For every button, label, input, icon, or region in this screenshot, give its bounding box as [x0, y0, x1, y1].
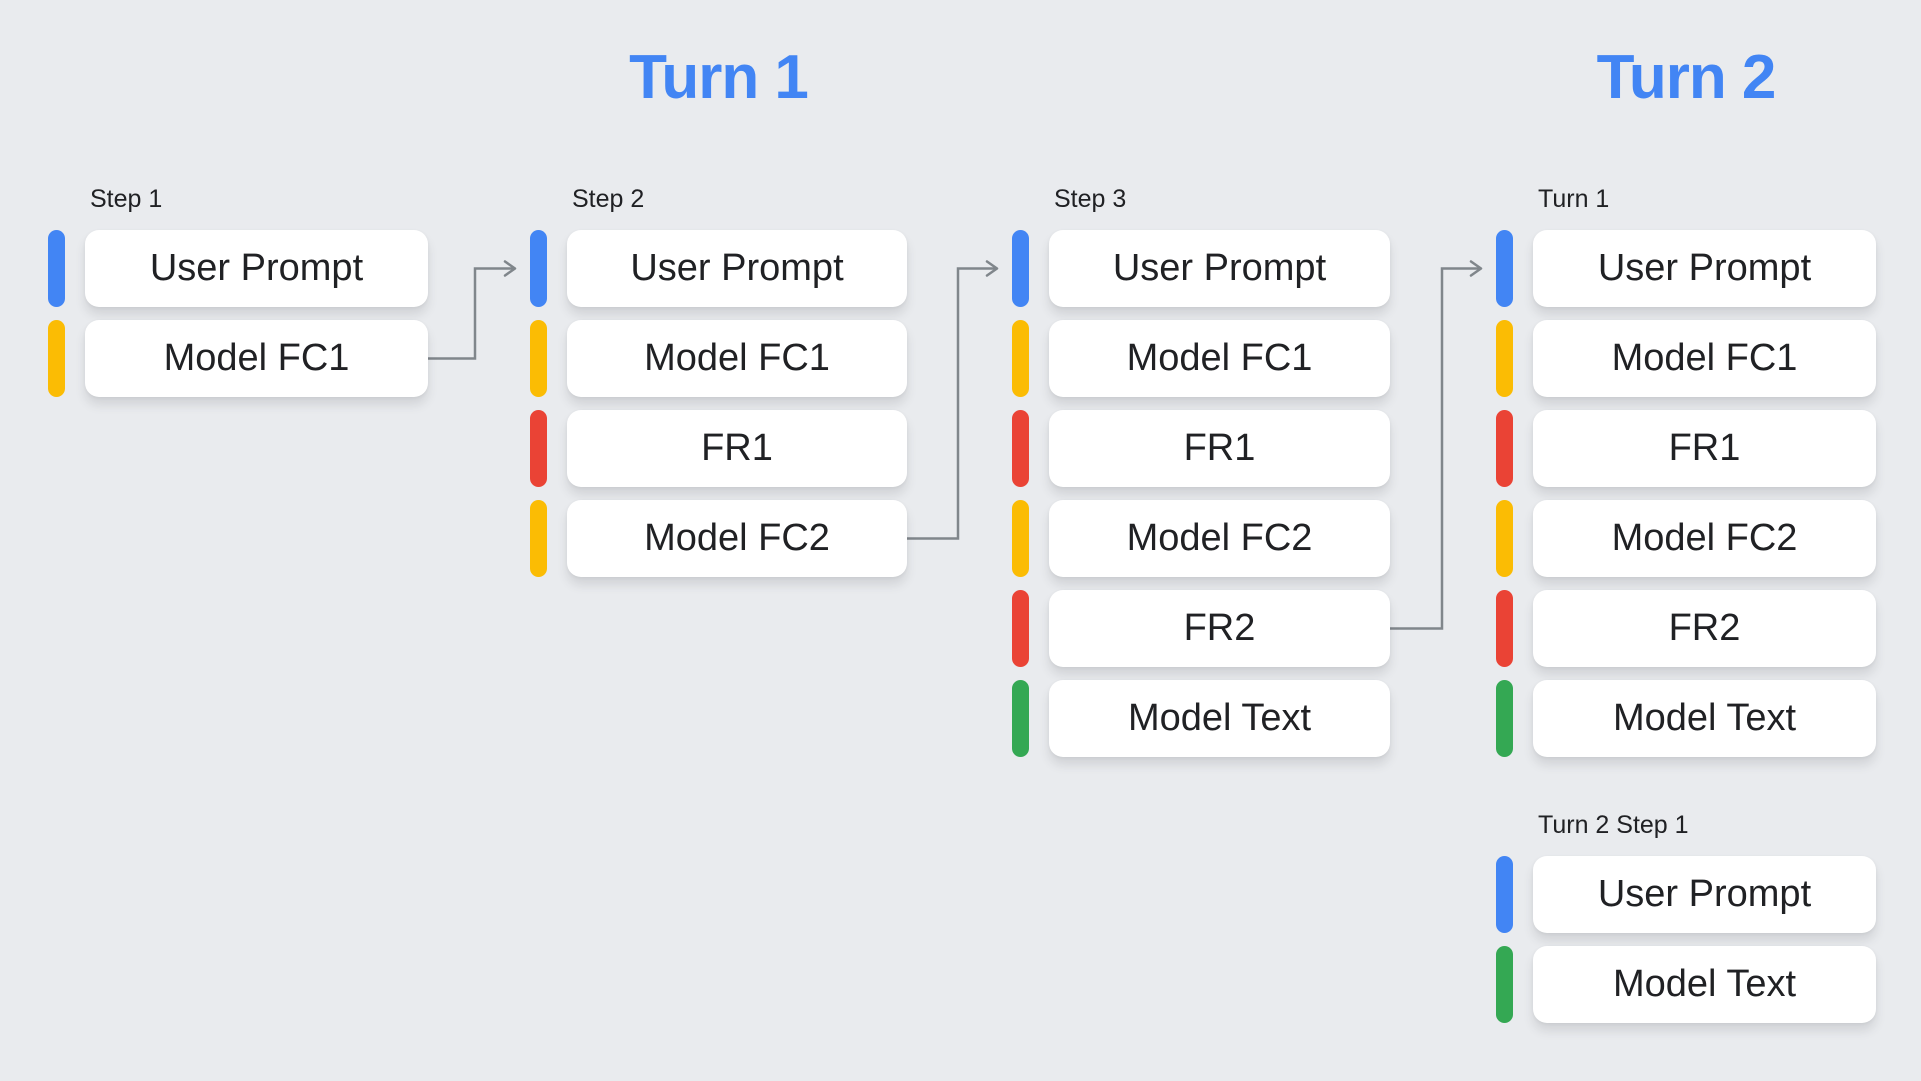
block-card-model-text: Model Text: [1049, 680, 1390, 757]
block-row: Model FC2: [530, 500, 907, 577]
block-card-model-fc1: Model FC1: [1533, 320, 1876, 397]
yellow-bar-icon: [530, 320, 547, 397]
turn2-heading: Turn 2: [1596, 43, 1777, 112]
blue-bar-icon: [530, 230, 547, 307]
blue-bar-icon: [48, 230, 65, 307]
block-card-model-fc2: Model FC2: [1533, 500, 1876, 577]
green-bar-icon: [1496, 680, 1513, 757]
block-card-model-text: Model Text: [1533, 680, 1876, 757]
block-row: FR2: [1012, 590, 1390, 667]
column-label: Step 3: [1054, 185, 1127, 213]
yellow-bar-icon: [1496, 320, 1513, 397]
column-label: Turn 2 Step 1: [1538, 811, 1689, 839]
block-card-user-prompt: User Prompt: [85, 230, 428, 307]
red-bar-icon: [1496, 410, 1513, 487]
block-card-fr2: FR2: [1049, 590, 1390, 667]
arrow-step3-to-turn1: [1390, 260, 1483, 630]
yellow-bar-icon: [1012, 320, 1029, 397]
blue-bar-icon: [1496, 856, 1513, 933]
block-card-user-prompt: User Prompt: [1533, 230, 1876, 307]
block-card-fr2: FR2: [1533, 590, 1876, 667]
block-row: FR1: [530, 410, 907, 487]
red-bar-icon: [1496, 590, 1513, 667]
column-label: Turn 1: [1538, 185, 1610, 213]
red-bar-icon: [530, 410, 547, 487]
red-bar-icon: [1012, 590, 1029, 667]
block-card-user-prompt: User Prompt: [1049, 230, 1390, 307]
green-bar-icon: [1012, 680, 1029, 757]
block-row: User Prompt: [1012, 230, 1390, 307]
block-row: User Prompt: [530, 230, 907, 307]
yellow-bar-icon: [1496, 500, 1513, 577]
block-row: User Prompt: [1496, 230, 1876, 307]
yellow-bar-icon: [530, 500, 547, 577]
red-bar-icon: [1012, 410, 1029, 487]
block-row: Model Text: [1012, 680, 1390, 757]
block-row: Model FC2: [1012, 500, 1390, 577]
green-bar-icon: [1496, 946, 1513, 1023]
block-row: Model FC1: [530, 320, 907, 397]
block-row: Model Text: [1496, 680, 1876, 757]
block-card-user-prompt: User Prompt: [567, 230, 907, 307]
block-row: Model FC1: [1012, 320, 1390, 397]
block-row: Model FC1: [48, 320, 428, 397]
block-card-fr1: FR1: [1533, 410, 1876, 487]
block-card-fr1: FR1: [567, 410, 907, 487]
blue-bar-icon: [1012, 230, 1029, 307]
block-row: User Prompt: [1496, 856, 1876, 933]
block-card-model-fc2: Model FC2: [567, 500, 907, 577]
block-row: Model FC2: [1496, 500, 1876, 577]
arrow-step1-to-step2: [428, 260, 517, 360]
column-label: Step 2: [572, 185, 645, 213]
blue-bar-icon: [1496, 230, 1513, 307]
block-row: Model FC1: [1496, 320, 1876, 397]
block-row: FR1: [1012, 410, 1390, 487]
block-row: FR1: [1496, 410, 1876, 487]
block-card-user-prompt: User Prompt: [1533, 856, 1876, 933]
block-card-model-text: Model Text: [1533, 946, 1876, 1023]
block-row: Model Text: [1496, 946, 1876, 1023]
block-card-model-fc1: Model FC1: [1049, 320, 1390, 397]
yellow-bar-icon: [48, 320, 65, 397]
block-card-fr1: FR1: [1049, 410, 1390, 487]
block-row: FR2: [1496, 590, 1876, 667]
block-row: User Prompt: [48, 230, 428, 307]
column-label: Step 1: [90, 185, 163, 213]
block-card-model-fc2: Model FC2: [1049, 500, 1390, 577]
arrow-step2-to-step3: [907, 260, 999, 540]
turn1-heading: Turn 1: [629, 43, 809, 112]
yellow-bar-icon: [1012, 500, 1029, 577]
block-card-model-fc1: Model FC1: [85, 320, 428, 397]
block-card-model-fc1: Model FC1: [567, 320, 907, 397]
